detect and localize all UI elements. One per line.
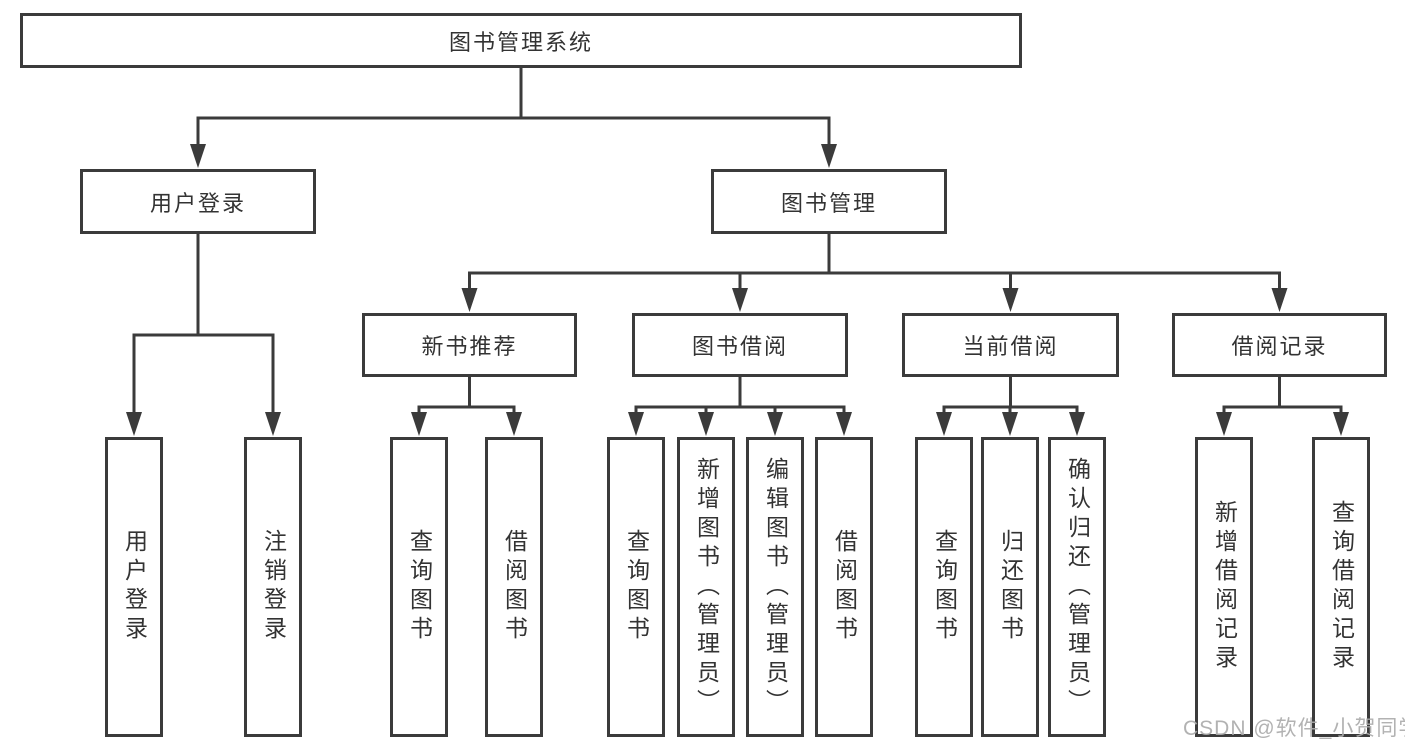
node-box-user-login: 用户登录 xyxy=(80,169,316,234)
node-box-book-borrow: 图书借阅 xyxy=(632,313,848,377)
node-label-leaf-query-book-1: 查询图书 xyxy=(406,529,433,645)
node-box-leaf-query-book-2: 查询图书 xyxy=(607,437,665,737)
node-label-leaf-query-record: 查询借阅记录 xyxy=(1328,500,1355,674)
watermark-text: CSDN @软件_小贺同学 xyxy=(1183,717,1405,740)
arrowhead-icon xyxy=(265,412,281,436)
arrowhead-icon xyxy=(1333,412,1349,436)
node-box-leaf-borrow-book-2: 借阅图书 xyxy=(815,437,873,737)
node-label-leaf-confirm-return: 确认归还（管理员） xyxy=(1064,456,1091,718)
arrowhead-icon xyxy=(1271,288,1288,312)
node-label-leaf-add-record: 新增借阅记录 xyxy=(1211,500,1238,674)
node-box-leaf-return-book: 归还图书 xyxy=(981,437,1039,737)
arrowhead-icon xyxy=(1216,412,1232,436)
node-label-borrow-records: 借阅记录 xyxy=(1231,334,1328,359)
node-box-leaf-borrow-book-1: 借阅图书 xyxy=(485,437,543,737)
arrowhead-icon xyxy=(836,412,852,436)
node-box-leaf-query-book-3: 查询图书 xyxy=(915,437,973,737)
node-label-leaf-edit-book: 编辑图书（管理员） xyxy=(762,456,789,718)
node-box-leaf-query-record: 查询借阅记录 xyxy=(1312,437,1370,737)
node-box-leaf-logout: 注销登录 xyxy=(244,437,302,737)
node-label-leaf-query-book-3: 查询图书 xyxy=(931,529,958,645)
node-label-user-login: 用户登录 xyxy=(149,190,246,216)
node-label-book-mgmt: 图书管理 xyxy=(780,190,877,216)
node-label-leaf-add-book: 新增图书（管理员） xyxy=(693,456,720,718)
node-box-leaf-user-login: 用户登录 xyxy=(105,437,163,737)
arrowhead-icon xyxy=(821,144,837,168)
node-box-new-book-rec: 新书推荐 xyxy=(362,313,577,377)
node-label-leaf-query-book-2: 查询图书 xyxy=(623,529,650,645)
arrowhead-icon xyxy=(1002,288,1019,312)
node-box-book-mgmt: 图书管理 xyxy=(711,169,947,234)
node-box-leaf-add-book: 新增图书（管理员） xyxy=(677,437,735,737)
node-box-current-borrow: 当前借阅 xyxy=(902,313,1119,377)
arrowhead-icon xyxy=(698,412,714,436)
node-box-leaf-edit-book: 编辑图书（管理员） xyxy=(746,437,804,737)
arrowhead-icon xyxy=(732,288,748,312)
arrowhead-icon xyxy=(936,412,952,436)
arrowhead-icon xyxy=(461,288,478,312)
node-box-leaf-confirm-return: 确认归还（管理员） xyxy=(1048,437,1106,737)
node-label-leaf-return-book: 归还图书 xyxy=(997,529,1024,645)
arrowhead-icon xyxy=(1069,412,1085,436)
node-label-root: 图书管理系统 xyxy=(448,29,593,55)
arrowhead-icon xyxy=(190,144,206,168)
node-label-book-borrow: 图书借阅 xyxy=(691,334,788,359)
node-label-new-book-rec: 新书推荐 xyxy=(421,334,518,359)
node-box-leaf-query-book-1: 查询图书 xyxy=(390,437,448,737)
node-label-leaf-borrow-book-1: 借阅图书 xyxy=(501,529,528,645)
node-label-leaf-user-login: 用户登录 xyxy=(121,529,148,645)
arrowhead-icon xyxy=(126,412,142,436)
node-label-leaf-logout: 注销登录 xyxy=(260,529,287,645)
arrowhead-icon xyxy=(411,412,427,436)
node-box-borrow-records: 借阅记录 xyxy=(1172,313,1387,377)
arrowhead-icon xyxy=(506,412,522,436)
node-box-leaf-add-record: 新增借阅记录 xyxy=(1195,437,1253,737)
node-box-root: 图书管理系统 xyxy=(20,13,1022,68)
node-label-leaf-borrow-book-2: 借阅图书 xyxy=(831,529,858,645)
node-label-current-borrow: 当前借阅 xyxy=(962,334,1059,359)
arrowhead-icon xyxy=(767,412,783,436)
arrowhead-icon xyxy=(628,412,644,436)
arrowhead-icon xyxy=(1002,412,1018,436)
